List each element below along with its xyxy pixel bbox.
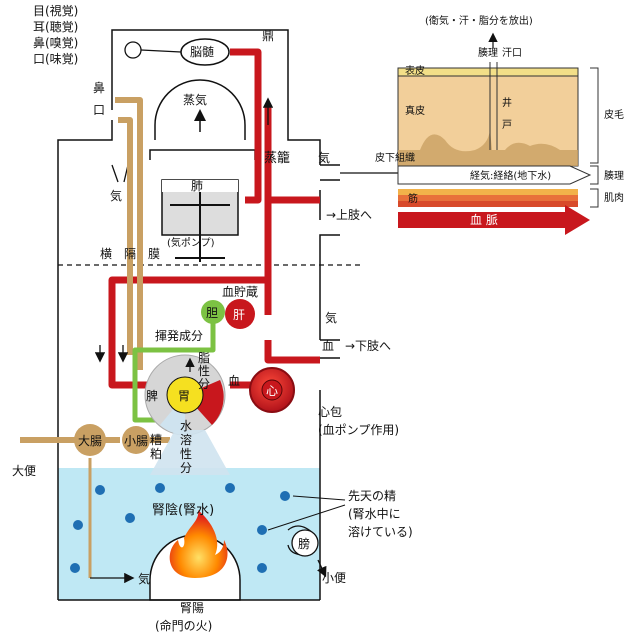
epidermis-label: 表皮 bbox=[405, 64, 425, 77]
sense-ear: 耳(聴覚) bbox=[33, 20, 78, 34]
lower-limb-label: →下肢へ bbox=[345, 338, 391, 353]
epidermis-layer bbox=[397, 67, 579, 77]
upper-limb-label: →上肢へ bbox=[326, 207, 372, 222]
water-label-1: 水 bbox=[180, 419, 192, 433]
sense-mouth: 口(味覚) bbox=[33, 52, 78, 66]
text-layer: 目(視覚) 耳(聴覚) 鼻(嗅覚) 口(味覚) 鼻 口 脳髄 鼎 蒸気 蒸籠 気… bbox=[12, 3, 624, 633]
sense-nose: 鼻(嗅覚) bbox=[33, 35, 78, 50]
innate-essence-2: (腎水中に bbox=[348, 506, 401, 521]
kidney-yin-label: 腎陰(腎水) bbox=[152, 503, 214, 518]
blood-vessels bbox=[108, 48, 320, 389]
dermis-label: 真皮 bbox=[405, 104, 425, 117]
lung-label: 肺 bbox=[191, 179, 203, 193]
qi-right-label: 気 bbox=[325, 310, 337, 325]
spleen-label: 脾 bbox=[146, 388, 158, 403]
kidney-fire bbox=[169, 510, 228, 578]
stomach-label: 胃 bbox=[178, 389, 190, 403]
water-funnel bbox=[150, 430, 230, 475]
liver-label: 肝 bbox=[233, 308, 245, 322]
qi-bottom-label: 気 bbox=[138, 571, 150, 586]
right-skin-label: 皮毛 bbox=[604, 108, 624, 121]
water-label-2: 溶 bbox=[180, 432, 192, 447]
nose-label: 鼻 bbox=[93, 80, 105, 95]
muscle-label: 筋 bbox=[408, 192, 418, 205]
sense-organ bbox=[124, 41, 142, 59]
qi-out-label: 気 bbox=[318, 150, 330, 165]
large-intestine-label: 大腸 bbox=[78, 434, 102, 448]
heart-label: 心 bbox=[266, 384, 278, 398]
blood-vessel-arrow bbox=[398, 205, 590, 235]
blood-pump-label: (血ポンプ作用) bbox=[318, 423, 399, 437]
small-intestine bbox=[122, 426, 150, 454]
stomach bbox=[166, 376, 204, 414]
small-intestine-label: 小腸 bbox=[124, 434, 148, 448]
waste-label-1: 糟 bbox=[150, 432, 162, 447]
well-label-1: 井 bbox=[502, 96, 512, 109]
right-muscle-label: 肌肉 bbox=[604, 191, 624, 204]
bladder-label: 膀 bbox=[298, 536, 310, 551]
urine-label: 小便 bbox=[322, 571, 346, 585]
sweat-pore-label: 汗口 bbox=[502, 46, 522, 59]
gallbladder-label: 胆 bbox=[206, 306, 218, 320]
liver bbox=[225, 299, 255, 329]
fat-label-1: 脂 bbox=[198, 350, 210, 365]
innate-essence-3: 溶けている) bbox=[348, 524, 413, 539]
blood-right-label: 血 bbox=[322, 339, 334, 353]
diaphragm-label-1: 横 bbox=[100, 247, 112, 261]
mouth-label: 口 bbox=[93, 103, 105, 117]
diaphragm-label-3: 膜 bbox=[148, 247, 160, 261]
qi-left-label: 気 bbox=[110, 188, 122, 203]
water-label-3: 性 bbox=[180, 447, 192, 461]
innate-essence-1: 先天の精 bbox=[348, 489, 396, 503]
well-label-2: 戸 bbox=[502, 119, 512, 131]
water-label-4: 分 bbox=[180, 461, 192, 475]
brain-label: 脳髄 bbox=[190, 44, 214, 59]
meridian-arrow bbox=[397, 165, 592, 185]
waste-label-2: 粕 bbox=[150, 446, 162, 461]
pericardium-label: 心包 bbox=[318, 405, 342, 419]
blood-vessel-label: 血 脈 bbox=[470, 213, 498, 227]
kidney-yang-label-1: 腎陽 bbox=[180, 601, 204, 615]
diaphragm-label-2: 隔 bbox=[124, 247, 136, 261]
gallbladder bbox=[201, 300, 225, 324]
blood-storage-label: 血貯蔵 bbox=[222, 285, 258, 299]
ding-label: 鼎 bbox=[262, 29, 274, 43]
stool-label: 大便 bbox=[12, 464, 36, 478]
qi-pump-label: (気ポンプ) bbox=[167, 236, 215, 249]
steamer-label: 蒸籠 bbox=[264, 150, 290, 166]
subcutis-label: 皮下組織 bbox=[375, 151, 415, 164]
volatile-label: 揮発成分 bbox=[155, 329, 203, 343]
fat-label-2: 性 bbox=[198, 364, 210, 378]
steam-label: 蒸気 bbox=[183, 92, 207, 107]
right-cou-label: 腠理 bbox=[604, 169, 624, 182]
fat-label-3: 分 bbox=[198, 377, 210, 391]
kidney-yang-label-2: (命門の火) bbox=[155, 618, 212, 633]
meridian-label: 経気:経絡(地下水) bbox=[470, 169, 551, 182]
skin-top-note: (衛気・汗・脂分を放出) bbox=[425, 14, 533, 27]
sense-eye: 目(視覚) bbox=[33, 3, 78, 18]
blood-in-label: 血 bbox=[228, 374, 240, 388]
large-intestine bbox=[74, 424, 106, 456]
essence-dots bbox=[70, 483, 290, 573]
cou-top-label: 腠理 bbox=[478, 46, 498, 59]
green-channel bbox=[132, 320, 216, 423]
